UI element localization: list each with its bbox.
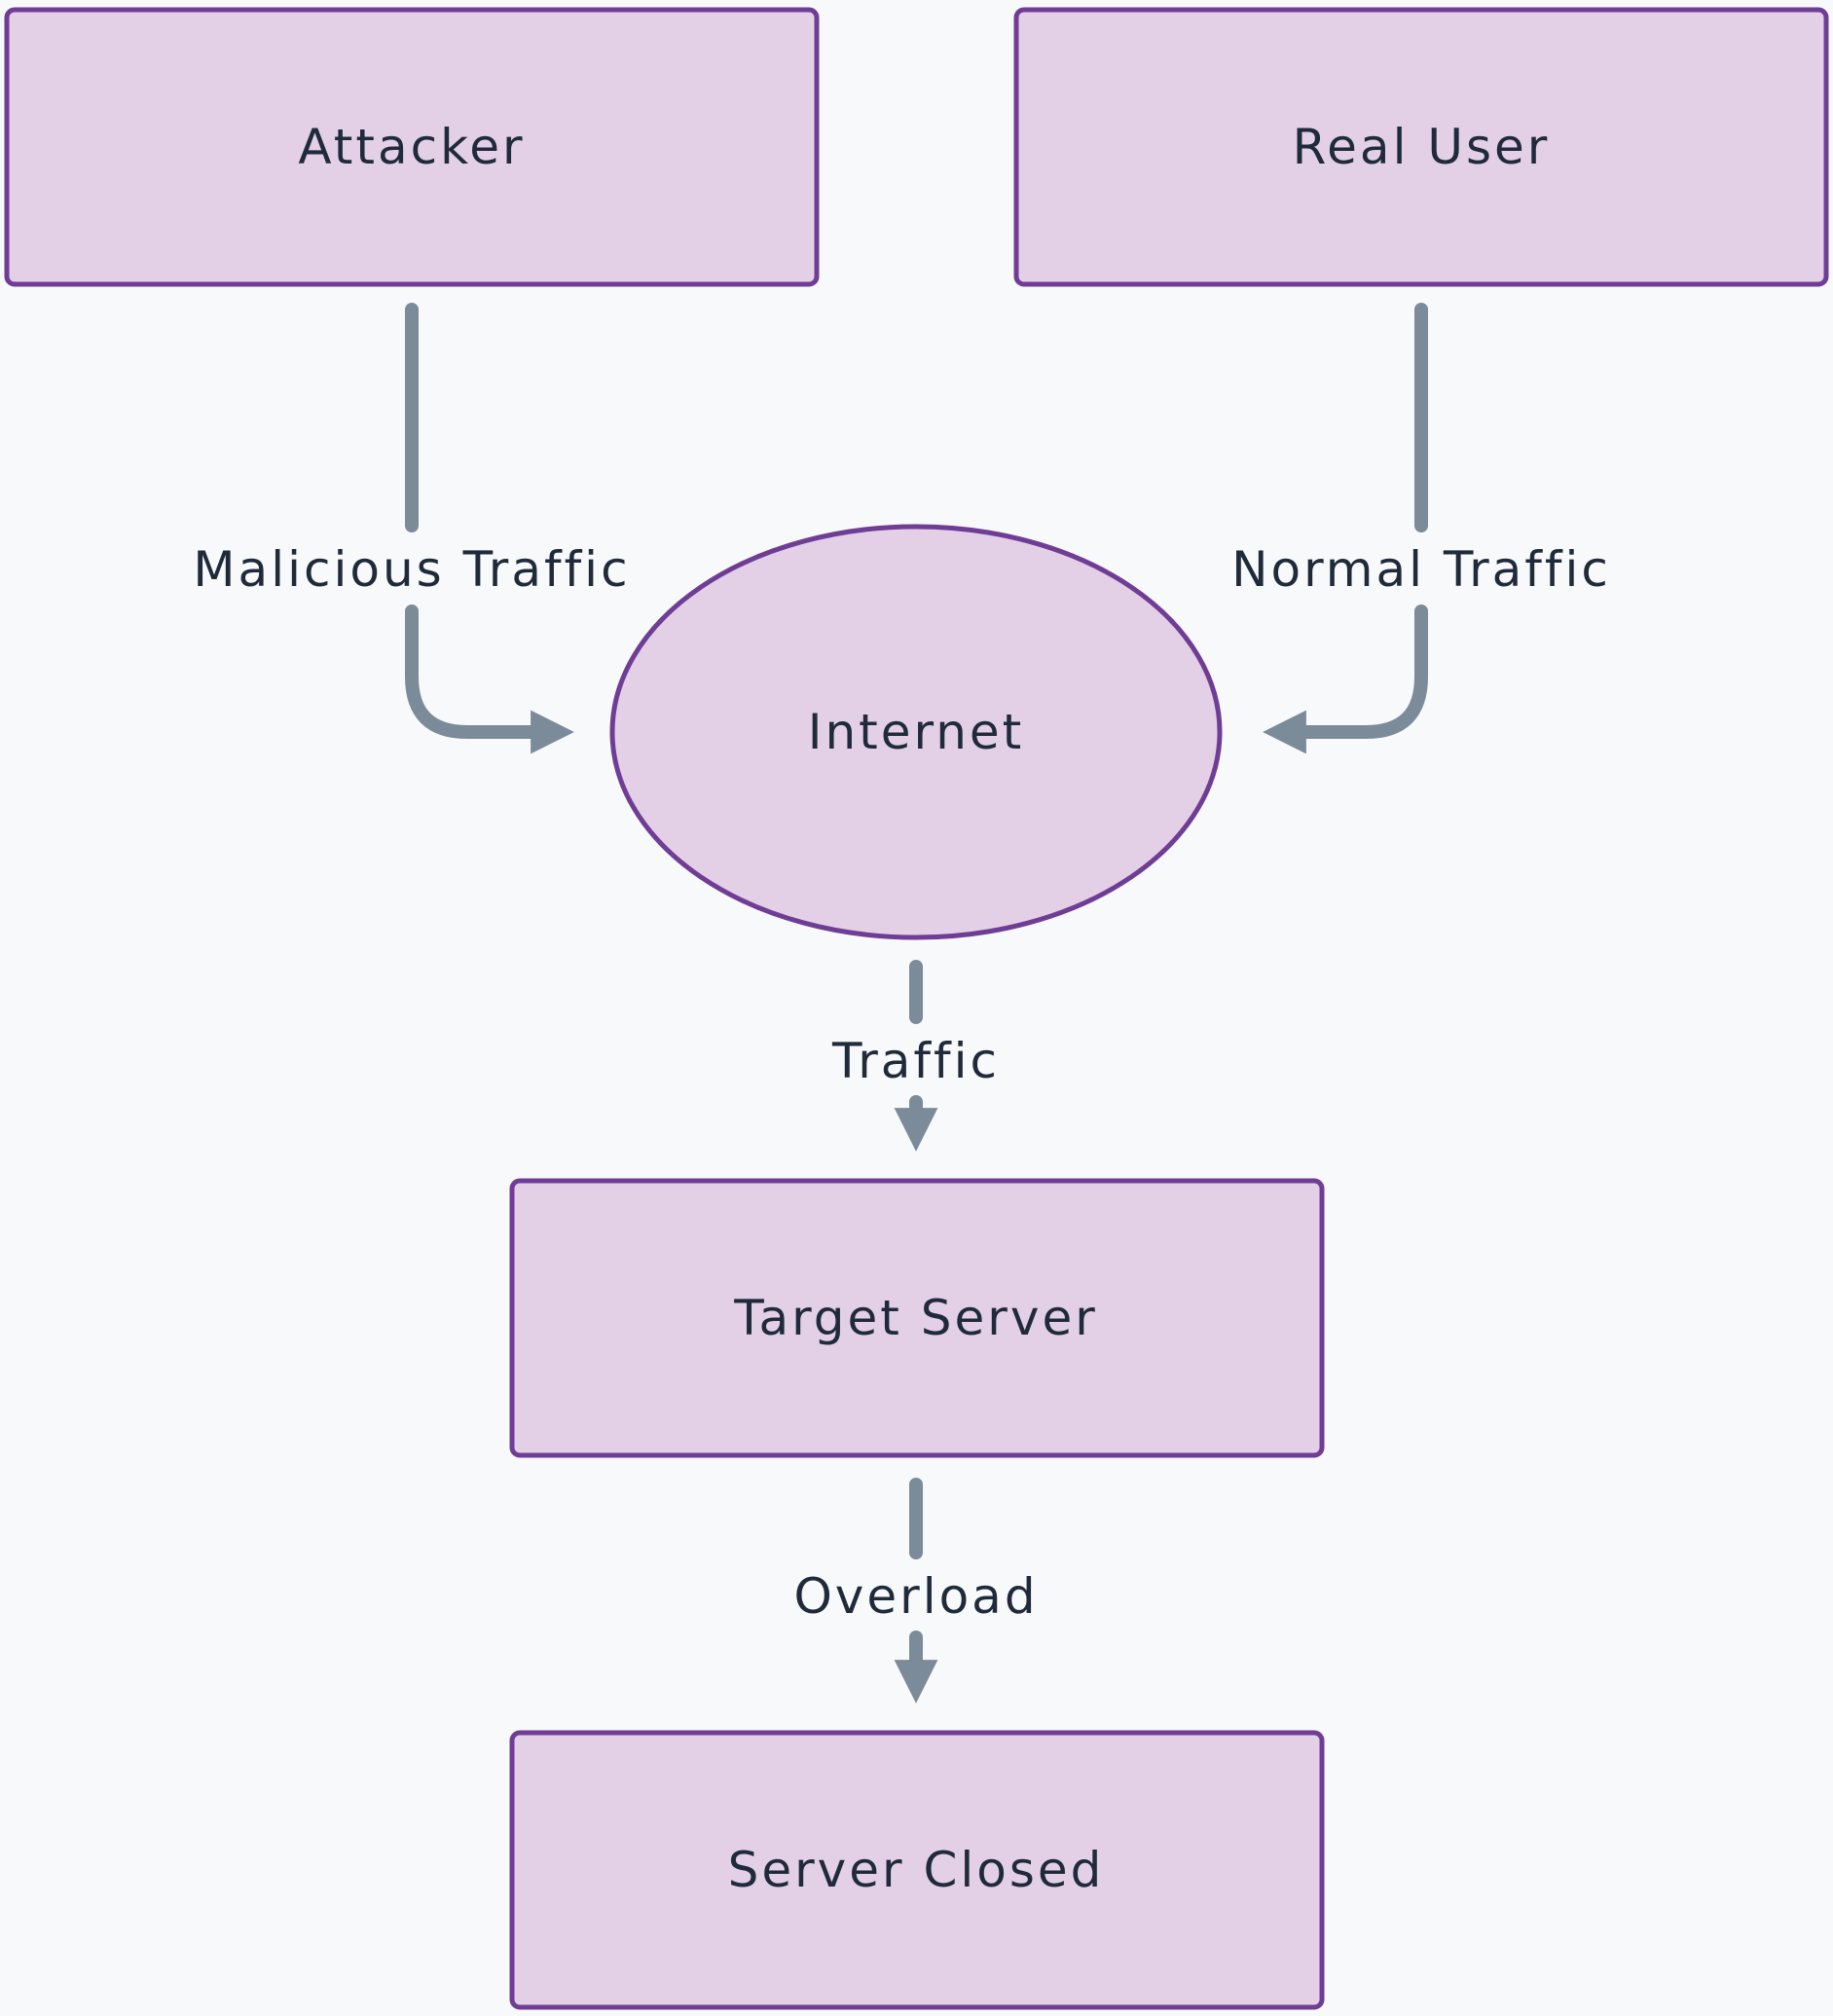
node-real-user-label: Real User bbox=[1293, 119, 1551, 175]
node-internet-label: Internet bbox=[808, 704, 1025, 760]
edge-label-background bbox=[1226, 537, 1617, 602]
edge-normal-traffic: Normal Traffic bbox=[1226, 303, 1617, 754]
node-internet-ellipse bbox=[609, 524, 1223, 940]
node-internet: Internet bbox=[609, 524, 1223, 940]
node-target-server: Target Server bbox=[509, 1178, 1325, 1458]
edge-label-traffic: Traffic bbox=[831, 1033, 1000, 1089]
edge-label-overload: Overload bbox=[793, 1568, 1038, 1625]
edge-label-background bbox=[788, 1564, 1045, 1629]
node-server-closed-label: Server Closed bbox=[728, 1842, 1105, 1898]
edge-label-normal-traffic: Normal Traffic bbox=[1231, 541, 1611, 598]
edge-label-background bbox=[825, 1029, 1006, 1093]
node-real-user-box bbox=[1013, 7, 1829, 287]
node-attacker-box bbox=[4, 7, 820, 287]
node-server-closed: Server Closed bbox=[509, 1730, 1325, 2010]
edge-normal-line-bottom bbox=[1263, 605, 1428, 754]
node-target-server-box bbox=[509, 1178, 1325, 1458]
edge-label-background bbox=[187, 537, 637, 602]
node-real-user: Real User bbox=[1013, 7, 1829, 287]
node-attacker-label: Attacker bbox=[298, 119, 525, 175]
edge-malicious-traffic: Malicious Traffic bbox=[187, 303, 637, 754]
node-target-server-label: Target Server bbox=[733, 1290, 1098, 1346]
edge-traffic: Traffic bbox=[825, 960, 1006, 1152]
edge-malicious-line-bottom bbox=[405, 605, 574, 754]
edge-overload: Overload bbox=[788, 1478, 1045, 1704]
edge-label-malicious-traffic: Malicious Traffic bbox=[193, 541, 630, 598]
node-server-closed-box bbox=[509, 1730, 1325, 2010]
node-attacker: Attacker bbox=[4, 7, 820, 287]
